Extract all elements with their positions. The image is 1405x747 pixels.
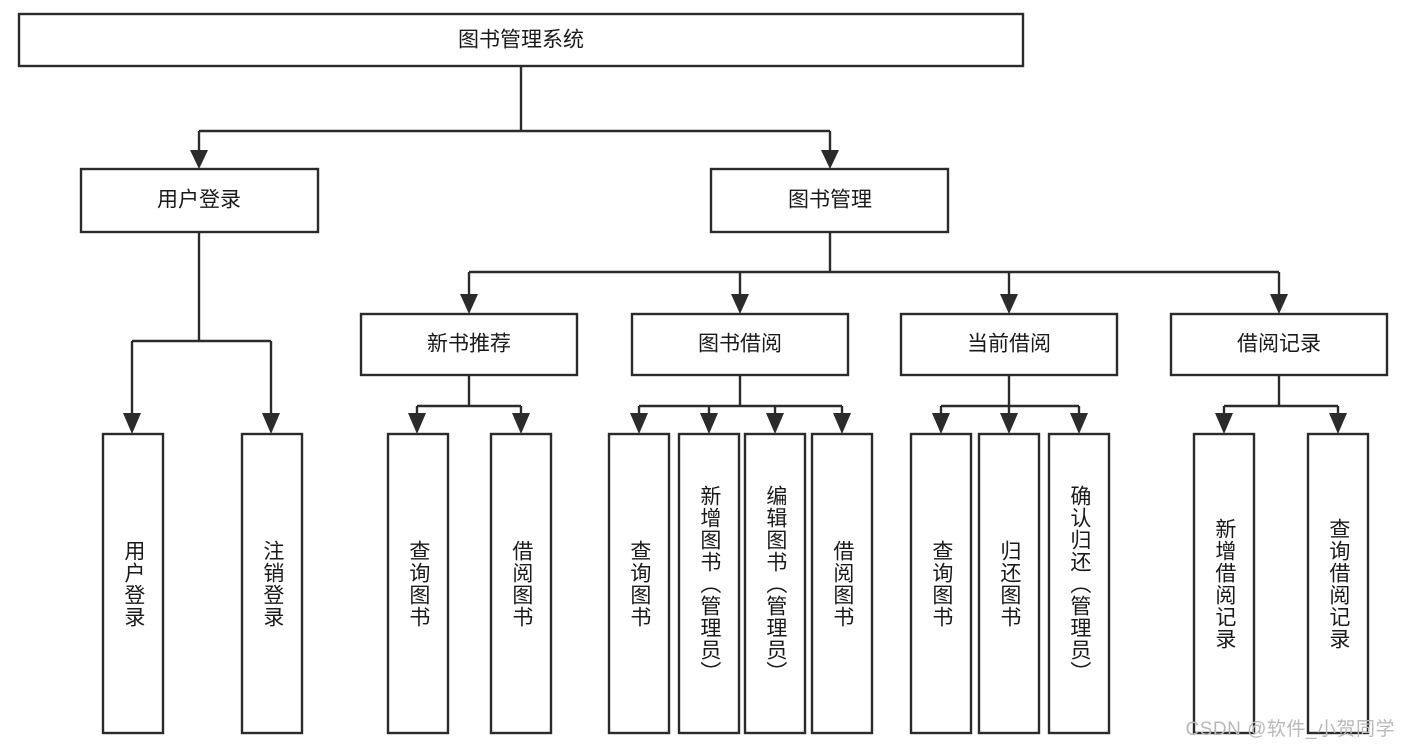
node-box-leaf-logout-login[interactable] bbox=[240, 432, 304, 735]
node-box-leaf-add-record[interactable] bbox=[1192, 432, 1256, 735]
connector-layer bbox=[123, 66, 1347, 434]
arrow-head-leaf-user-login bbox=[123, 413, 141, 434]
node-box-leaf-return-book[interactable] bbox=[977, 432, 1041, 735]
arrow-head-current-borrow bbox=[1000, 294, 1018, 314]
node-box-leaf-edit-book[interactable] bbox=[743, 432, 807, 735]
node-box-new-book-recommend[interactable] bbox=[359, 312, 579, 377]
node-box-leaf-user-login[interactable] bbox=[101, 432, 165, 735]
arrow-head-book-borrow bbox=[731, 294, 749, 314]
watermark-text: CSDN @软件_小贺同学 bbox=[1185, 719, 1395, 740]
node-box-leaf-borrow-book-1[interactable] bbox=[489, 432, 553, 735]
node-box-leaf-query-book-3[interactable] bbox=[909, 432, 973, 735]
arrow-head-leaf-confirm-return bbox=[1070, 413, 1088, 434]
arrow-head-leaf-query-record bbox=[1329, 413, 1347, 434]
arrow-head-leaf-edit-book bbox=[766, 413, 784, 434]
node-label-book-manage: 图书管理 bbox=[788, 189, 872, 212]
node-box-user-login[interactable] bbox=[79, 167, 320, 234]
node-box-root[interactable] bbox=[17, 12, 1025, 68]
arrow-head-leaf-query-book-1 bbox=[408, 413, 426, 434]
arrow-head-new-book-recommend bbox=[460, 294, 478, 314]
node-box-leaf-confirm-return[interactable] bbox=[1047, 432, 1111, 735]
arrow-head-leaf-query-book-2 bbox=[630, 413, 648, 434]
node-layer: 图书管理系统 用户登录 图书管理 新书推荐 图书借阅 当前借阅 借阅记录 bbox=[17, 12, 1389, 735]
node-box-current-borrow[interactable] bbox=[899, 312, 1119, 377]
node-box-leaf-query-record[interactable] bbox=[1306, 432, 1370, 735]
node-label-user-login: 用户登录 bbox=[157, 189, 241, 212]
arrow-head-leaf-add-book bbox=[700, 413, 718, 434]
arrow-head-leaf-borrow-book-1 bbox=[512, 413, 530, 434]
arrow-head-book-manage bbox=[821, 150, 839, 169]
arrow-head-leaf-query-book-3 bbox=[932, 413, 950, 434]
node-label-current-borrow: 当前借阅 bbox=[967, 333, 1051, 356]
arrow-head-leaf-borrow-book-2 bbox=[833, 413, 851, 434]
node-label-root: 图书管理系统 bbox=[458, 29, 584, 52]
node-box-leaf-add-book[interactable] bbox=[677, 432, 741, 735]
node-box-book-borrow[interactable] bbox=[630, 312, 850, 377]
node-box-book-manage[interactable] bbox=[709, 167, 950, 234]
node-label-book-borrow: 图书借阅 bbox=[698, 333, 782, 356]
arrow-head-user-login bbox=[190, 150, 208, 169]
node-box-leaf-borrow-book-2[interactable] bbox=[810, 432, 874, 735]
node-label-new-book-recommend: 新书推荐 bbox=[427, 333, 511, 356]
arrow-head-leaf-logout-login bbox=[262, 413, 280, 434]
node-box-borrow-record[interactable] bbox=[1169, 312, 1389, 377]
node-label-borrow-record: 借阅记录 bbox=[1237, 333, 1321, 356]
arrow-head-leaf-return-book bbox=[1000, 413, 1018, 434]
node-box-leaf-query-book-1[interactable] bbox=[386, 432, 450, 735]
arrow-head-leaf-add-record bbox=[1215, 413, 1233, 434]
arrow-head-borrow-record bbox=[1270, 294, 1288, 314]
node-box-leaf-query-book-2[interactable] bbox=[607, 432, 671, 735]
